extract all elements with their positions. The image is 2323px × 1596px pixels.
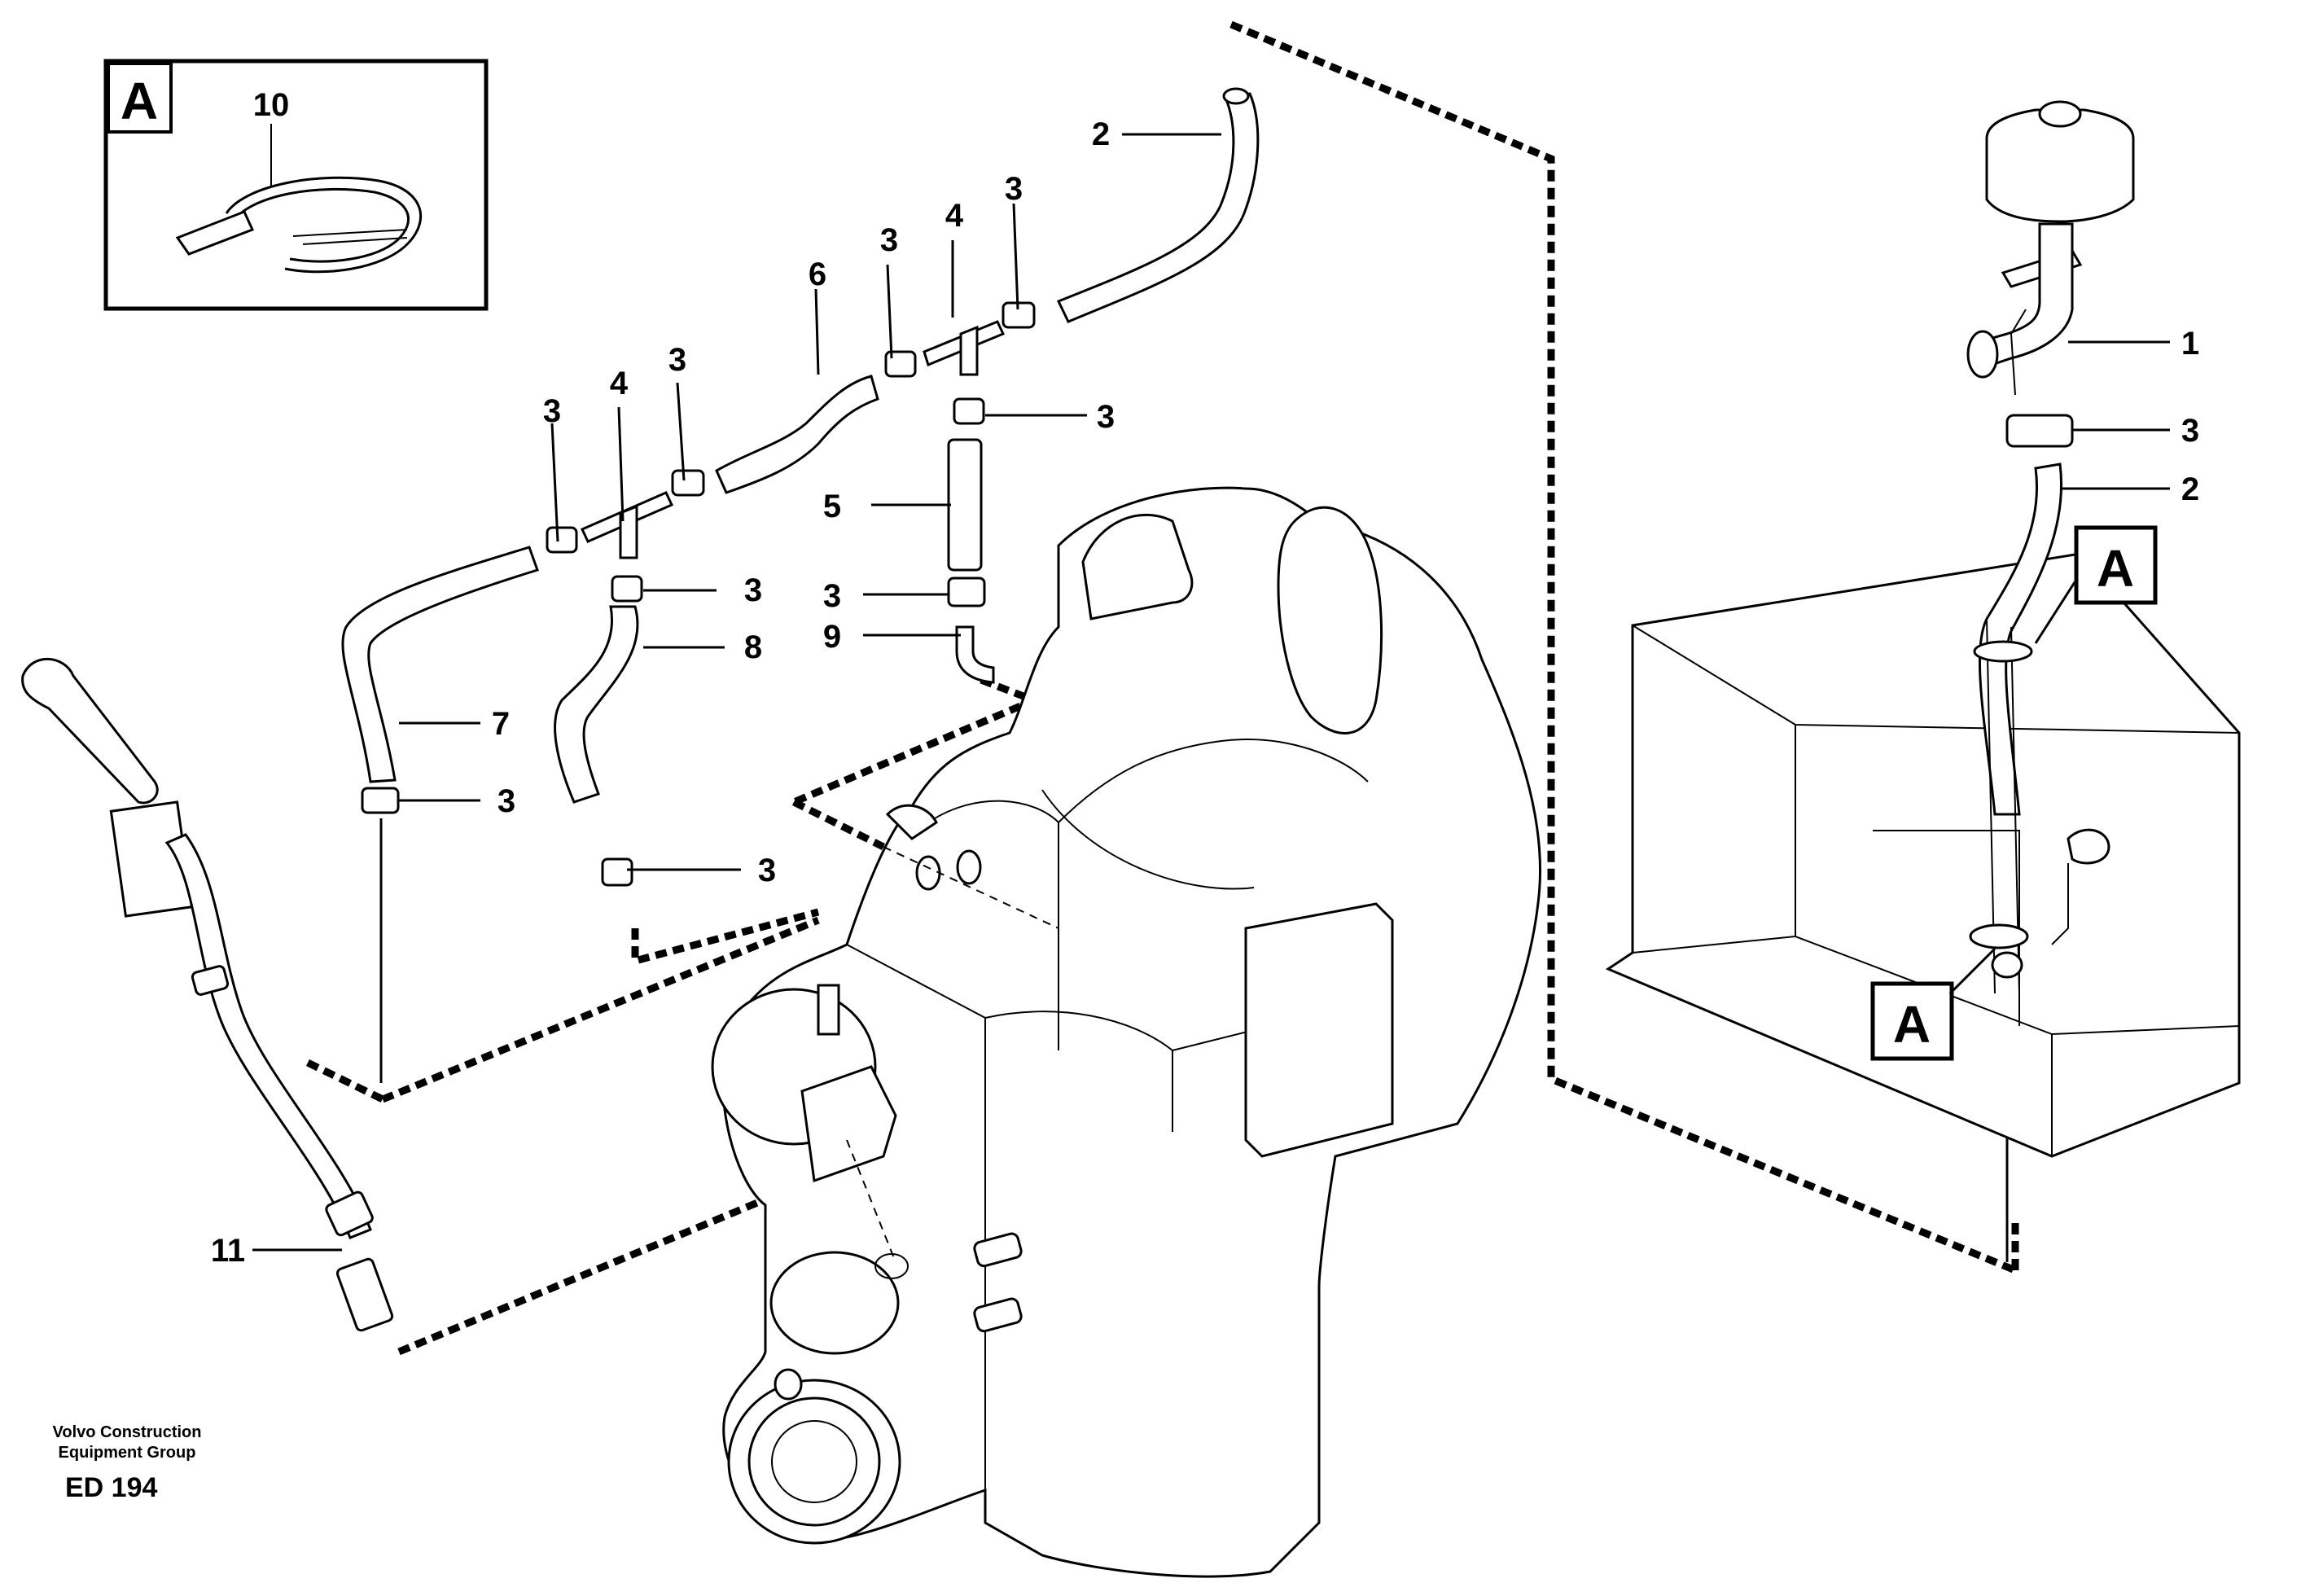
filler-pipe-11 [21, 657, 394, 1332]
part-label-3: 3 [543, 393, 561, 429]
part-label-3: 3 [744, 572, 762, 608]
hydraulic-tank [1605, 552, 2241, 1158]
part-label-2: 2 [2181, 471, 2199, 507]
company-name-line1: Volvo Construction [53, 1423, 202, 1441]
part-label-4: 4 [610, 366, 629, 401]
inset-detail-a: A 10 [103, 59, 489, 311]
part-label-3: 3 [880, 222, 898, 258]
part-label-3: 3 [758, 853, 776, 888]
part-label-2: 2 [1092, 116, 1110, 152]
part-label-10: 10 [253, 87, 290, 123]
callout-a-top-label: A [2097, 539, 2134, 598]
cable-tie-icon [175, 176, 422, 274]
footer: Volvo Construction Equipment Group ED 19… [53, 1423, 202, 1503]
part-label-5: 5 [823, 489, 841, 524]
part-label-6: 6 [809, 256, 826, 292]
breather-assembly [1966, 100, 2135, 994]
part-labels: 2 3 4 3 6 3 4 3 3 5 3 9 3 8 7 3 3 1 3 2 … [211, 116, 2199, 1269]
part-label-11: 11 [211, 1233, 245, 1269]
drawing-code: ED 194 [65, 1472, 157, 1503]
callout-a-tank-top: A [2034, 525, 2158, 644]
inset-label: A [121, 72, 158, 130]
company-name-line2: Equipment Group [59, 1444, 196, 1462]
callout-a-bottom-label: A [1893, 995, 1931, 1054]
part-label-3: 3 [1005, 171, 1023, 207]
part-label-8: 8 [744, 629, 762, 665]
part-label-3: 3 [668, 342, 686, 378]
part-label-4: 4 [945, 198, 964, 234]
part-label-3: 3 [823, 578, 841, 614]
part-label-3: 3 [497, 783, 515, 819]
leader-lines [252, 133, 2170, 1252]
hose-assembly [341, 87, 1260, 887]
part-label-1: 1 [2181, 326, 2199, 362]
part-label-7: 7 [492, 706, 510, 742]
part-label-3: 3 [1097, 399, 1115, 435]
transmission-housing [711, 486, 1542, 1578]
part-label-9: 9 [823, 619, 841, 655]
callout-a-tank-bottom: A [1870, 947, 1996, 1061]
part-label-3: 3 [2181, 413, 2199, 449]
